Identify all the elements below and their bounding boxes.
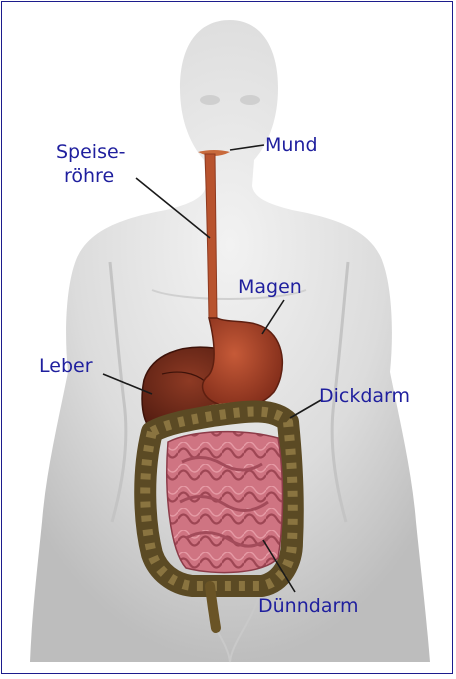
label-leber: Leber [39, 355, 93, 377]
label-speiseroehre-line1: Speise- [56, 141, 126, 163]
label-magen: Magen [238, 276, 302, 298]
stomach [203, 318, 283, 408]
label-mund: Mund [265, 134, 318, 156]
small-intestine [167, 432, 283, 573]
label-duenndarm: Dünndarm [258, 595, 358, 617]
label-dickdarm: Dickdarm [319, 385, 410, 407]
label-speiseroehre-line2: röhre [64, 165, 114, 187]
